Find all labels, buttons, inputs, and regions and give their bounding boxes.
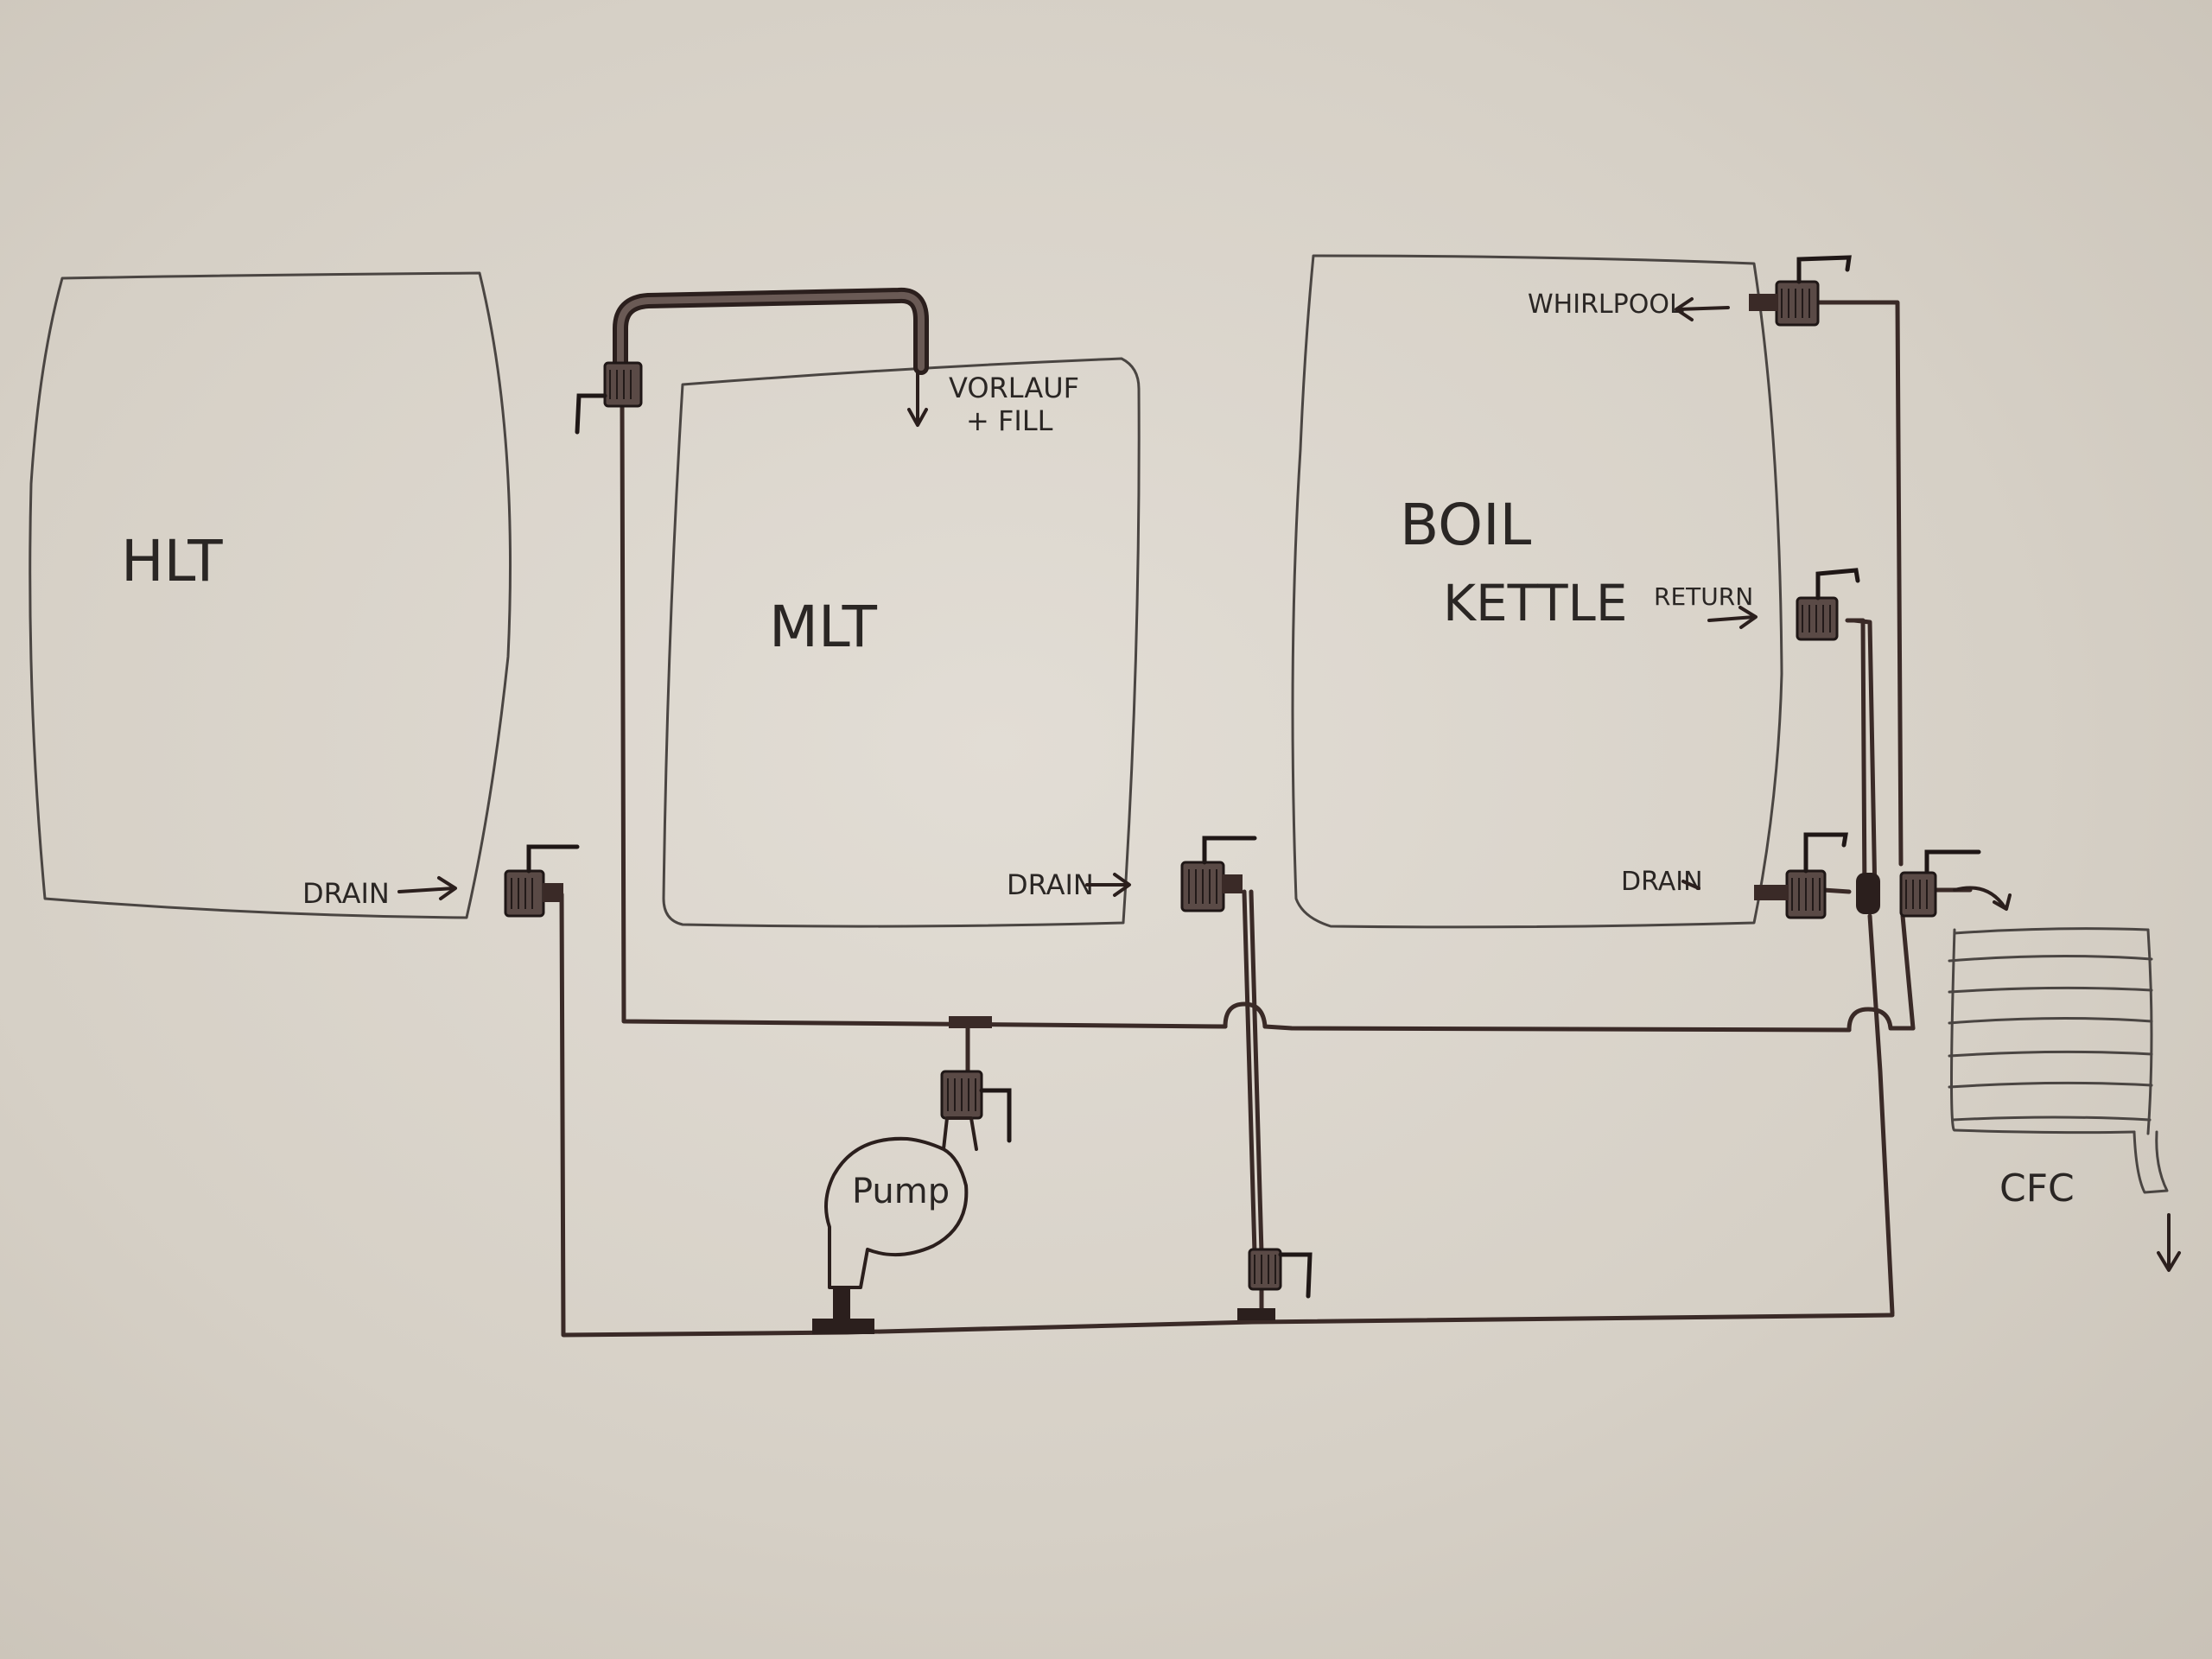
hlt-drain-arrow [397,887,455,893]
upper-manifold-left [620,404,1228,1029]
mlt-drain-pipe-b [1249,889,1264,1255]
hlt-drain-valve[interactable] [504,844,580,918]
return-pipe-a [1845,618,1867,901]
pump-outlet-valve[interactable] [940,1016,1012,1143]
return-arrow [1707,615,1756,622]
mlt-drain-pipe-a [1242,889,1257,1255]
cfc-chiller[interactable]: CFC [1948,927,2181,1272]
bk-whirlpool-port: WHIRLPOOL [1528,289,1730,321]
crossover-hump-1 [1223,1001,1268,1029]
upper-manifold-right [1262,1024,1852,1033]
return-label: RETURN [1654,582,1753,611]
whirlpool-pipe-lower [1900,913,1916,1031]
vorlauf-label-line1: VORLAUF [949,372,1079,404]
cfc-label: CFC [1999,1166,2075,1211]
bk-drain-valve-handle-icon[interactable] [1803,832,1848,874]
mlt-vorlauf-port: VORLAUF + FILL [907,370,1079,437]
mlt-valve-handle-icon[interactable] [1202,836,1257,865]
crossover-hump-2 [1847,1007,1916,1033]
boil-kettle-label-line1: BOIL [1400,492,1532,558]
mlt-drain-valve[interactable] [1180,836,1257,912]
vorlauf-valve[interactable] [575,361,643,435]
return-valve[interactable] [1796,568,1860,641]
mlt-drain-port: DRAIN [1007,868,1131,901]
bk-to-bottom-manifold [1867,913,1895,1316]
bk-drain-arrow [1681,880,1700,890]
boil-kettle-vessel: BOIL KETTLE [1291,254,1783,929]
hlt-drain-label: DRAIN [302,877,390,910]
return-valve-handle-icon[interactable] [1815,568,1860,601]
pump-valve-handle-icon[interactable] [979,1088,1012,1143]
whirlpool-valve-handle-icon[interactable] [1796,255,1852,284]
cfc-inlet-valve[interactable] [1899,849,2012,918]
mlt-lower-valve-handle-icon[interactable] [1278,1252,1313,1299]
whirlpool-arrow [1676,306,1730,311]
mlt-drain-label: DRAIN [1007,868,1094,901]
vorlauf-pipe [613,287,929,375]
cfc-valve-handle-icon[interactable] [1924,849,1981,874]
whirlpool-pipe [1815,300,1904,867]
bk-drain-label: DRAIN [1621,867,1703,897]
mlt-lower-valve[interactable] [1237,1248,1313,1320]
hlt-label: HLT [121,528,223,594]
pump-label: Pump [852,1172,950,1211]
mlt-label: MLT [769,594,878,660]
whirlpool-valve[interactable] [1749,255,1852,327]
mlt-vessel: MLT [662,357,1141,928]
boil-kettle-label-line2: KETTLE [1443,574,1627,632]
hlt-drain-pipe [559,892,849,1338]
cfc-flow-arrow [1953,886,2006,909]
bottom-manifold [844,1313,1895,1335]
hlt-valve-handle-icon[interactable] [526,844,580,874]
bk-drain-port: DRAIN [1621,867,1703,897]
bk-return-port: RETURN [1654,582,1758,629]
bk-drain-valve[interactable] [1754,832,1880,919]
whirlpool-label: WHIRLPOOL [1528,289,1684,320]
vorlauf-valve-handle-icon[interactable] [575,393,607,435]
return-pipe-b [1852,618,1878,901]
bk-drain-connector [1821,887,1852,894]
hlt-vessel: HLT [29,271,512,919]
pump[interactable]: Pump [824,1116,978,1289]
hlt-drain-port: DRAIN [302,876,457,910]
vorlauf-label-line2: + FILL [966,404,1053,437]
pump-inlet-tee [812,1287,874,1334]
